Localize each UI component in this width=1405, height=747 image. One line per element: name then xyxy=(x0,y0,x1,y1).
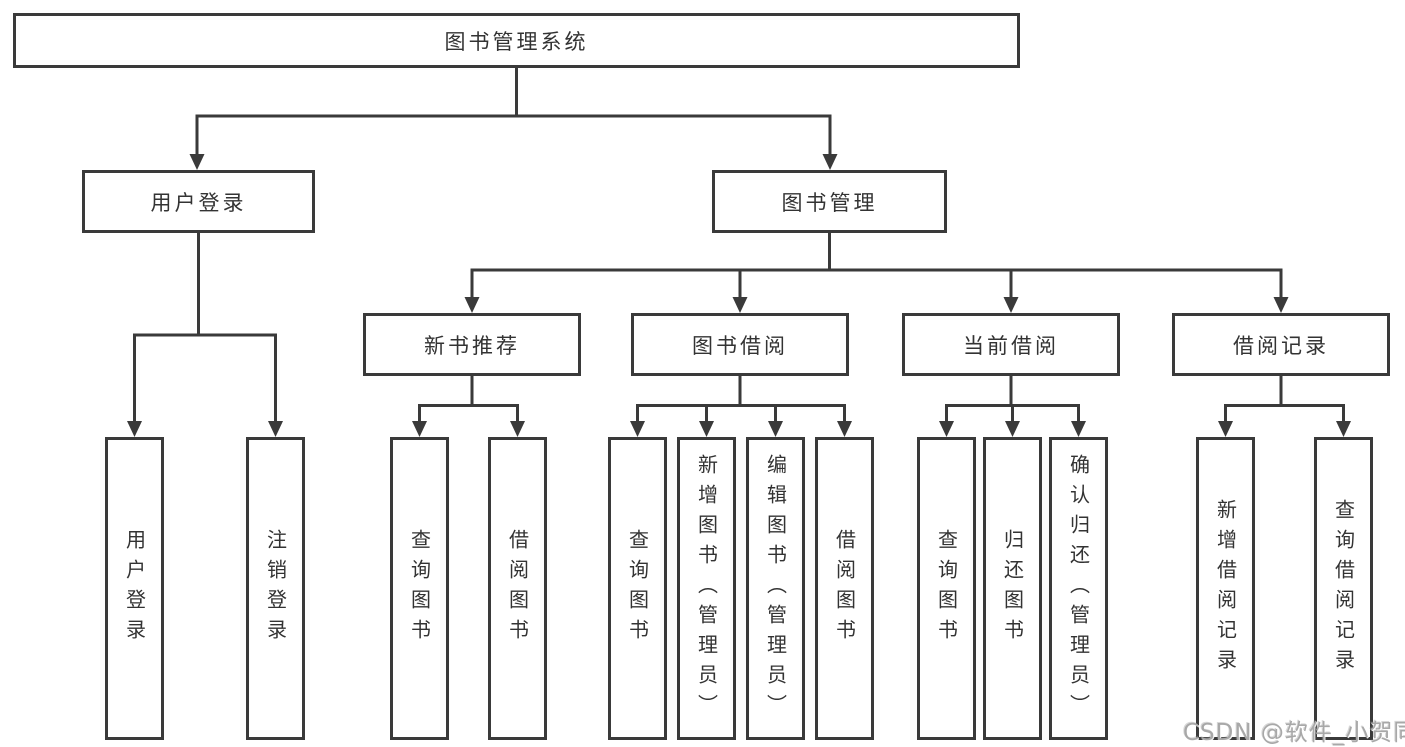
arrowhead-icon xyxy=(510,421,525,437)
node-user-login: 用户登录 xyxy=(82,170,315,233)
leaf-label: 查询图书 xyxy=(934,528,959,649)
leaf-query-books-borrow: 查询图书 xyxy=(608,437,667,740)
arrowhead-icon xyxy=(768,421,783,437)
arrowhead-icon xyxy=(1336,421,1351,437)
leaf-logout: 注销登录 xyxy=(246,437,305,740)
leaf-edit-books-admin: 编辑图书（管理员） xyxy=(746,437,805,740)
arrowhead-icon xyxy=(837,421,852,437)
arrowhead-icon xyxy=(1005,421,1020,437)
leaf-label: 查询图书 xyxy=(625,528,650,649)
leaf-user-login: 用户登录 xyxy=(105,437,164,740)
leaf-label: 借阅图书 xyxy=(832,528,857,649)
node-book-management: 图书管理 xyxy=(712,170,947,233)
watermark: CSDN @软件_小贺同学 xyxy=(1183,720,1405,746)
arrowhead-icon xyxy=(127,421,142,437)
node-current-borrow: 当前借阅 xyxy=(902,313,1120,376)
leaf-label: 新增图书（管理员） xyxy=(694,453,719,724)
arrowhead-icon xyxy=(268,421,283,437)
arrowhead-icon xyxy=(630,421,645,437)
node-new-book-recommend: 新书推荐 xyxy=(363,313,581,376)
leaf-add-borrow-record: 新增借阅记录 xyxy=(1196,437,1255,740)
node-root-system: 图书管理系统 xyxy=(13,13,1020,68)
arrowhead-icon xyxy=(822,154,838,170)
arrowhead-icon xyxy=(189,154,205,170)
leaf-borrow-books-recommend: 借阅图书 xyxy=(488,437,547,740)
leaf-label: 注销登录 xyxy=(263,528,288,649)
arrowhead-icon xyxy=(412,421,427,437)
leaf-confirm-return-admin: 确认归还（管理员） xyxy=(1049,437,1108,740)
arrowhead-icon xyxy=(732,297,748,313)
node-book-borrow: 图书借阅 xyxy=(631,313,849,376)
leaf-borrow-books: 借阅图书 xyxy=(815,437,874,740)
leaf-query-books-current: 查询图书 xyxy=(917,437,976,740)
node-borrow-records: 借阅记录 xyxy=(1172,313,1390,376)
leaf-label: 归还图书 xyxy=(1000,528,1025,649)
arrowhead-icon xyxy=(699,421,714,437)
leaf-add-books-admin: 新增图书（管理员） xyxy=(677,437,736,740)
leaf-label: 确认归还（管理员） xyxy=(1066,453,1091,724)
arrowhead-icon xyxy=(1273,297,1289,313)
arrowhead-icon xyxy=(939,421,954,437)
leaf-label: 新增借阅记录 xyxy=(1213,498,1238,679)
arrowhead-icon xyxy=(1071,421,1086,437)
connector-path xyxy=(133,66,1345,425)
leaf-label: 借阅图书 xyxy=(505,528,530,649)
arrowhead-icons xyxy=(127,154,1351,437)
arrowhead-icon xyxy=(1003,297,1019,313)
arrowhead-icon xyxy=(464,297,480,313)
leaf-return-books: 归还图书 xyxy=(983,437,1042,740)
leaf-query-borrow-record: 查询借阅记录 xyxy=(1314,437,1373,740)
arrowhead-icon xyxy=(1218,421,1233,437)
leaf-label: 用户登录 xyxy=(122,528,147,649)
leaf-label: 编辑图书（管理员） xyxy=(763,453,788,724)
leaf-query-books-recommend: 查询图书 xyxy=(390,437,449,740)
leaf-label: 查询借阅记录 xyxy=(1331,498,1356,679)
leaf-label: 查询图书 xyxy=(407,528,432,649)
